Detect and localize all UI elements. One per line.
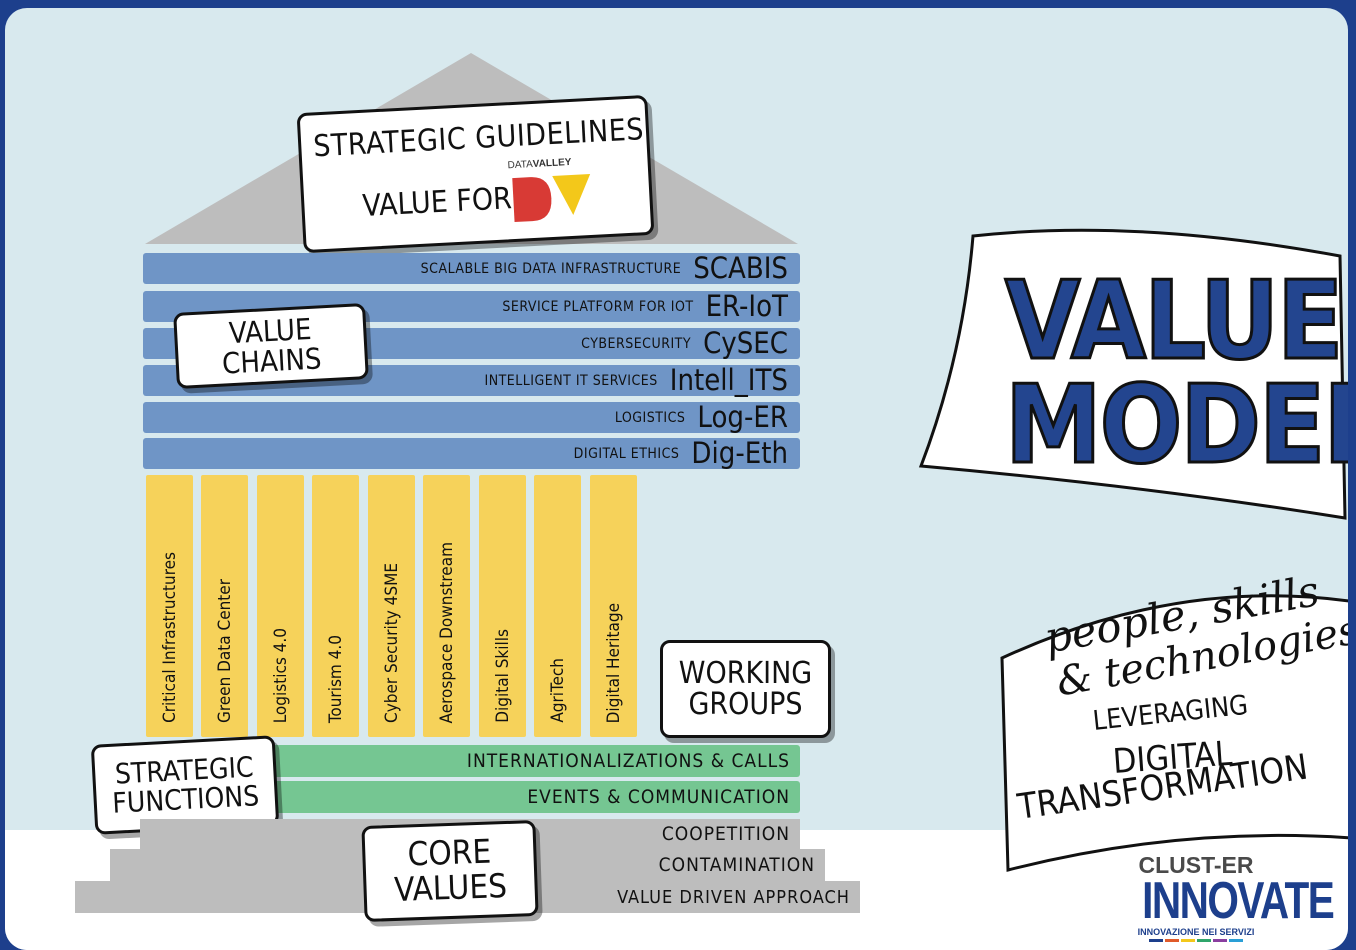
working-group-column: Digital Heritage <box>590 475 637 737</box>
datavalley-logo: DATAVALLEY <box>507 156 601 231</box>
working-groups-line1: WORKING <box>678 655 813 691</box>
working-group-column: Digital Skills <box>479 475 526 737</box>
value-chain-code: Dig-Eth <box>691 436 788 470</box>
value-model-title: VALUE MODEL <box>1004 259 1349 488</box>
working-group-column: Critical Infrastructures <box>146 475 193 737</box>
diagram-canvas: STRATEGIC GUIDELINES VALUE FOR DATAVALLE… <box>5 8 1348 950</box>
brand-small-1: DATA <box>507 158 534 172</box>
working-group-label: Digital Heritage <box>603 602 624 723</box>
working-groups-label: WORKING GROUPS <box>660 640 831 738</box>
core-value-1: COOPETITION <box>661 823 790 845</box>
value-chain-band: SCALABLE BIG DATA INFRASTRUCTURE SCABIS <box>143 253 800 284</box>
value-model-line1: VALUE <box>1004 259 1345 384</box>
value-chain-description: SERVICE PLATFORM FOR IOT <box>502 298 694 315</box>
working-group-label: Critical Infrastructures <box>159 552 180 723</box>
function-band-1: INTERNATIONALIZATIONS & CALLS <box>273 745 800 777</box>
value-chain-code: SCABIS <box>693 251 788 285</box>
function-text-1: INTERNATIONALIZATIONS & CALLS <box>466 750 790 772</box>
working-group-label: Cyber Security 4SME <box>381 563 402 723</box>
value-chain-code: Log-ER <box>697 400 788 434</box>
working-group-column: Tourism 4.0 <box>312 475 359 737</box>
value-chain-description: INTELLIGENT IT SERVICES <box>484 372 658 389</box>
value-model-flag <box>918 228 1347 520</box>
dv-mark-icon <box>512 173 591 223</box>
value-chain-code: ER-IoT <box>705 289 788 323</box>
working-group-column: Logistics 4.0 <box>257 475 304 737</box>
working-group-label: Digital Skills <box>492 629 513 723</box>
working-group-column: Cyber Security 4SME <box>368 475 415 737</box>
function-text-2: EVENTS & COMMUNICATION <box>527 786 790 808</box>
value-chain-band: DIGITAL ETHICS Dig-Eth <box>143 438 800 469</box>
logo-main-text: INNOVATE <box>1142 872 1335 930</box>
core-values-line2: VALUES <box>393 866 508 909</box>
working-group-column: Green Data Center <box>201 475 248 737</box>
core-value-2: CONTAMINATION <box>658 854 815 876</box>
value-chain-description: DIGITAL ETHICS <box>573 445 680 462</box>
function-band-2: EVENTS & COMMUNICATION <box>273 781 800 813</box>
value-chain-description: LOGISTICS <box>614 409 686 426</box>
logo-sub-text: INNOVAZIONE NEI SERVIZI <box>1137 927 1255 938</box>
value-chains-label-text: VALUE CHAINS <box>221 311 323 381</box>
core-value-3: VALUE DRIVEN APPROACH <box>617 886 850 908</box>
logo-top-text: CLUST-ER <box>1138 852 1254 878</box>
brand-small-2: VALLEY <box>532 156 572 170</box>
working-group-label: Aerospace Downstream <box>436 541 457 723</box>
value-chain-code: CySEC <box>703 326 788 360</box>
value-chain-band: SERVICE PLATFORM FOR IOT ER-IoT <box>143 291 800 322</box>
value-chain-code: Intell_ITS <box>669 363 788 397</box>
value-chain-band: LOGISTICS Log-ER <box>143 402 800 433</box>
value-chains-label: VALUE CHAINS <box>173 303 369 389</box>
value-chain-description: CYBERSECURITY <box>581 335 692 352</box>
value-model-line2: MODEL <box>1004 362 1349 488</box>
strategic-functions-line2: FUNCTIONS <box>111 779 260 820</box>
header-card: STRATEGIC GUIDELINES VALUE FOR DATAVALLE… <box>296 94 655 254</box>
working-group-label: Logistics 4.0 <box>270 627 291 723</box>
value-chain-description: SCALABLE BIG DATA INFRASTRUCTURE <box>420 260 682 277</box>
working-group-label: Tourism 4.0 <box>325 634 346 723</box>
clust-er-logo: CLUST-ER INNOVATE INNOVAZIONE NEI SERVIZ… <box>1127 850 1335 950</box>
working-groups-line2: GROUPS <box>688 687 803 722</box>
working-group-label: Green Data Center <box>214 579 235 723</box>
core-values-label: CORE VALUES <box>361 819 539 923</box>
tagline-flag <box>1000 594 1348 872</box>
working-group-label: AgriTech <box>547 658 568 723</box>
logo-stripes <box>1127 939 1265 943</box>
header-line2: VALUE FOR <box>361 181 513 224</box>
working-group-column: AgriTech <box>534 475 581 737</box>
working-group-column: Aerospace Downstream <box>423 475 470 737</box>
value-chain-band: INTELLIGENT IT SERVICES Intell_ITS <box>143 365 800 396</box>
